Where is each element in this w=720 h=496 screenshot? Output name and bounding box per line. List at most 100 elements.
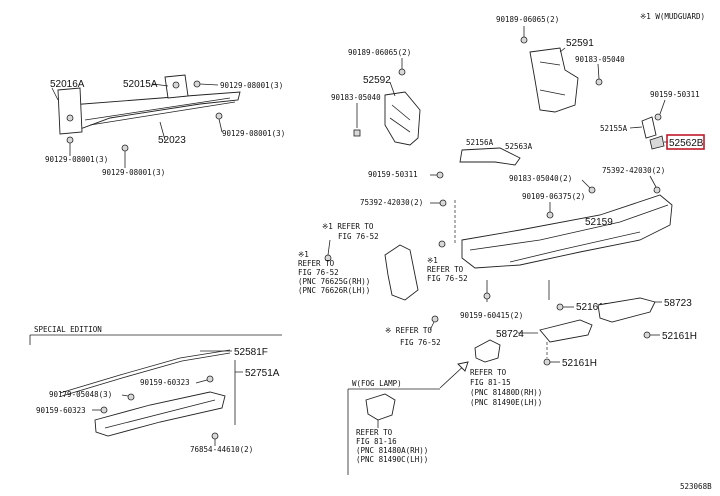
label-90109-06375: 90109-06375(2) <box>522 192 585 201</box>
bracket-52591[interactable] <box>529 47 579 113</box>
label-90179-05048: 90179-05048(3) <box>49 390 112 399</box>
bolt-90159-60415[interactable] <box>483 292 491 300</box>
label-52591: 52591 <box>566 38 594 49</box>
header-note: ※1 W(MUDGUARD) <box>640 12 705 21</box>
mudguard-clip-1[interactable] <box>324 254 332 262</box>
bolt-90129-c[interactable] <box>66 136 74 144</box>
fog-lamp-cover[interactable] <box>365 393 396 421</box>
clip-52161H-a[interactable] <box>643 331 651 339</box>
nut-90183-b[interactable] <box>595 78 603 86</box>
bolt-90129-d[interactable] <box>121 144 129 152</box>
label-90183-05040-c: 90183-05040(2) <box>509 174 572 183</box>
bolt-90159-a[interactable] <box>654 113 662 121</box>
label-90129-08001-d: 90129-08001(3) <box>102 168 165 177</box>
refer-note-1b-pnc-rh: (PNC 76625G(RH)) <box>298 277 370 286</box>
refer-fog-fig: FIG 81-15 <box>470 378 511 387</box>
refer-note-1c-mark: ※1 <box>427 256 438 265</box>
reinforcement-bar-52023[interactable] <box>57 74 241 135</box>
label-90129-08001-b: 90129-08001(3) <box>222 129 285 138</box>
label-58724: 58724 <box>496 329 524 340</box>
refer-note-1a-fig: FIG 76-52 <box>338 232 379 241</box>
bolt-90109[interactable] <box>546 211 554 219</box>
label-52156A: 52156A <box>466 138 494 147</box>
nut-90183-c[interactable] <box>588 186 596 194</box>
clip-52562B[interactable] <box>649 135 665 150</box>
bumper-cover-52159[interactable] <box>454 194 673 269</box>
refer-fog-pnc-lh: (PNC 81490E(LH)) <box>470 398 542 407</box>
highlight-box-52562B[interactable] <box>666 134 705 150</box>
mudguard-clip-2[interactable] <box>438 240 446 248</box>
label-76854-44610: 76854-44610(2) <box>190 445 253 454</box>
arrow-head <box>457 361 469 372</box>
bolt-90159-60323-a[interactable] <box>206 375 214 383</box>
label-52023: 52023 <box>158 135 186 146</box>
refer-fog-text: REFER TO <box>470 368 507 377</box>
clip-75392-a[interactable] <box>653 186 661 194</box>
mudguard-clip-3[interactable] <box>431 315 439 323</box>
moulding-52581F[interactable] <box>59 349 231 397</box>
bracket-52156A[interactable] <box>459 147 521 166</box>
label-58723: 58723 <box>664 298 692 309</box>
refer-fog2-text: REFER TO <box>356 428 393 437</box>
cover-58723[interactable] <box>597 297 656 323</box>
mudguard-76625G[interactable] <box>384 244 419 301</box>
label-75392-42030-a: 75392-42030(2) <box>602 166 665 175</box>
label-52161B-a: 52161B <box>576 302 611 313</box>
label-52563A: 52563A <box>505 142 533 151</box>
clip-90189-b[interactable] <box>520 36 528 44</box>
refer-fog2-pnc-lh: (PNC 81490C(LH)) <box>356 455 428 464</box>
figure-code: 523068B <box>680 482 712 491</box>
label-52015A: 52015A <box>123 79 158 90</box>
refer-note-1b-text: REFER TO <box>298 259 335 268</box>
bolt-90129-a[interactable] <box>193 80 201 88</box>
refer-note-1a: ※1 REFER TO <box>322 222 374 231</box>
clip-52161H-b[interactable] <box>543 358 551 366</box>
label-52161H-a: 52161H <box>662 331 697 342</box>
label-52581F: 52581F <box>234 347 268 358</box>
label-52159: 52159 <box>585 217 613 228</box>
label-52562B: 52562B <box>669 138 704 149</box>
label-90159-60323-b: 90159-60323 <box>36 406 86 415</box>
refer-note-1c-fig: FIG 76-52 <box>427 274 468 283</box>
label-75392-42030-b: 75392-42030(2) <box>360 198 423 207</box>
refer-note-1d-text: ※ REFER TO <box>385 326 432 335</box>
clip-90189-a[interactable] <box>398 68 406 76</box>
label-90189-06065-a: 90189-06065(2) <box>348 48 411 57</box>
spoiler-52751A[interactable] <box>94 391 226 437</box>
label-90183-05040-a: 90183-05040 <box>331 93 381 102</box>
label-90189-06065-b: 90189-06065(2) <box>496 15 559 24</box>
refer-note-1b-fig: FIG 76-52 <box>298 268 339 277</box>
section-w-fog-lamp: W(FOG LAMP) <box>352 379 402 388</box>
fog-lamp-bezel[interactable] <box>474 339 501 363</box>
bolt-90159-60323-b[interactable] <box>100 406 108 414</box>
bracket-52592[interactable] <box>384 91 421 146</box>
label-90159-50311-b: 90159-50311 <box>368 170 418 179</box>
label-52155A: 52155A <box>600 124 628 133</box>
bracket-52155A[interactable] <box>641 116 657 139</box>
bolt-90159-b[interactable] <box>436 171 444 179</box>
label-90129-08001-a: 90129-08001(3) <box>220 81 283 90</box>
refer-note-1b-pnc-lh: (PNC 76626R(LH)) <box>298 286 370 295</box>
nut-90179[interactable] <box>127 393 135 401</box>
clip-76854[interactable] <box>211 432 219 440</box>
refer-fog2-fig: FIG 81-16 <box>356 437 397 446</box>
label-90159-50311-a: 90159-50311 <box>650 90 700 99</box>
label-52016A: 52016A <box>50 79 85 90</box>
refer-fog2-pnc-rh: (PNC 81480A(RH)) <box>356 446 428 455</box>
label-90183-05040-b: 90183-05040 <box>575 55 625 64</box>
refer-fog-pnc-rh: (PNC 81480D(RH)) <box>470 388 542 397</box>
label-52751A: 52751A <box>245 368 280 379</box>
label-90159-60323-a: 90159-60323 <box>140 378 190 387</box>
label-90159-60415: 90159-60415(2) <box>460 311 523 320</box>
label-52161H-b: 52161H <box>562 358 597 369</box>
refer-note-1c-text: REFER TO <box>427 265 464 274</box>
clip-75392-b[interactable] <box>439 199 447 207</box>
bolt-90129-b[interactable] <box>215 112 223 120</box>
refer-note-1b-mark: ※1 <box>298 250 309 259</box>
cover-58724[interactable] <box>539 319 593 343</box>
label-52592: 52592 <box>363 75 391 86</box>
clip-52161B[interactable] <box>556 303 564 311</box>
nut-90183-a[interactable] <box>353 129 361 137</box>
label-90129-08001-c: 90129-08001(3) <box>45 155 108 164</box>
